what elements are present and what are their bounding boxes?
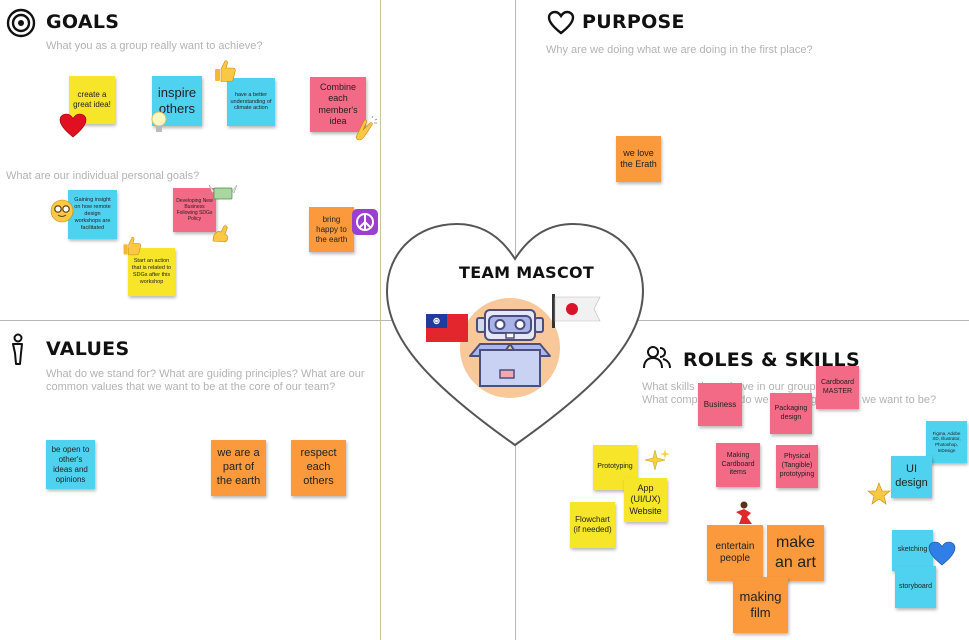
sticky-note[interactable]: Cardboard MASTER <box>816 366 859 409</box>
sticky-note[interactable]: Developing New Business Following SDGs P… <box>173 188 216 232</box>
sticky-note[interactable]: storyboard <box>895 566 936 608</box>
sticky-note[interactable]: Combine each member's idea <box>310 77 366 132</box>
purpose-title: PURPOSE <box>582 11 685 33</box>
sticky-note[interactable]: making film <box>733 577 788 633</box>
thumbs-up-icon <box>215 60 236 82</box>
japan-flag-icon <box>552 294 601 328</box>
values-prompt-line2: common values that we want to be at the … <box>46 381 336 393</box>
target-icon <box>6 8 36 38</box>
clapping-hands-icon <box>355 115 378 141</box>
sticky-note[interactable]: Start an action that is related to SDGs … <box>128 248 175 296</box>
sticky-note[interactable]: Prototyping <box>593 445 637 490</box>
sticky-note[interactable]: Physical (Tangible) prototyping <box>776 445 818 488</box>
goals-prompt-personal: What are our individual personal goals? <box>6 170 200 182</box>
red-heart-icon <box>59 113 87 138</box>
values-title: VALUES <box>46 338 130 360</box>
sticky-note[interactable]: we love the Erath <box>616 136 661 182</box>
figure-icon <box>12 333 23 365</box>
sticky-note[interactable]: entertain people <box>707 525 763 581</box>
sparkles-icon <box>645 449 670 471</box>
values-prompt-line1: What do we stand for? What are guiding p… <box>46 368 365 380</box>
nerd-face-icon <box>50 199 74 223</box>
goals-title: GOALS <box>46 11 120 33</box>
mascot-title: TEAM MASCOT <box>459 263 595 282</box>
peace-symbol-icon <box>352 209 378 235</box>
sticky-note[interactable]: we are a part of the earth <box>211 440 266 496</box>
sticky-note[interactable]: respect each others <box>291 440 346 496</box>
heart-icon <box>547 10 575 35</box>
sticky-note[interactable]: Figma, Adobe XD, Illustrator, Photoshop,… <box>926 421 967 463</box>
sticky-note[interactable]: have a better understanding of climate a… <box>227 78 275 126</box>
purpose-prompt: Why are we doing what we are doing in th… <box>546 44 813 56</box>
flexed-biceps-icon <box>212 225 228 243</box>
sticky-note[interactable]: UI design <box>891 456 932 498</box>
dancer-icon <box>736 501 752 524</box>
roles-title: ROLES & SKILLS <box>683 349 860 371</box>
taiwan-flag-icon <box>426 314 468 342</box>
blue-heart-icon <box>928 541 956 566</box>
sticky-note[interactable]: App (UI/UX) Website <box>624 478 667 522</box>
money-wings-icon <box>208 184 238 200</box>
sticky-note[interactable]: Business <box>698 383 742 426</box>
sticky-note[interactable]: Gaining insight on how remote design wor… <box>68 190 117 239</box>
sticky-note[interactable]: make an art <box>767 525 824 581</box>
sticky-note[interactable]: Packaging design <box>770 393 812 434</box>
sticky-note[interactable]: bring happy to the earth <box>309 207 354 252</box>
robot-box-icon <box>460 298 560 398</box>
goals-prompt: What you as a group really want to achie… <box>46 40 263 52</box>
sticky-note[interactable]: sketching <box>892 530 933 571</box>
sticky-note[interactable]: Flowchart (if needed) <box>570 502 615 548</box>
lightbulb-icon <box>151 111 167 132</box>
thumbs-up-small-icon <box>123 237 142 256</box>
glowing-star-icon <box>867 482 891 505</box>
sticky-note[interactable]: be open to other's ideas and opinions <box>46 440 95 489</box>
people-icon <box>643 346 671 369</box>
sticky-note[interactable]: Making Cardboard items <box>716 443 760 487</box>
